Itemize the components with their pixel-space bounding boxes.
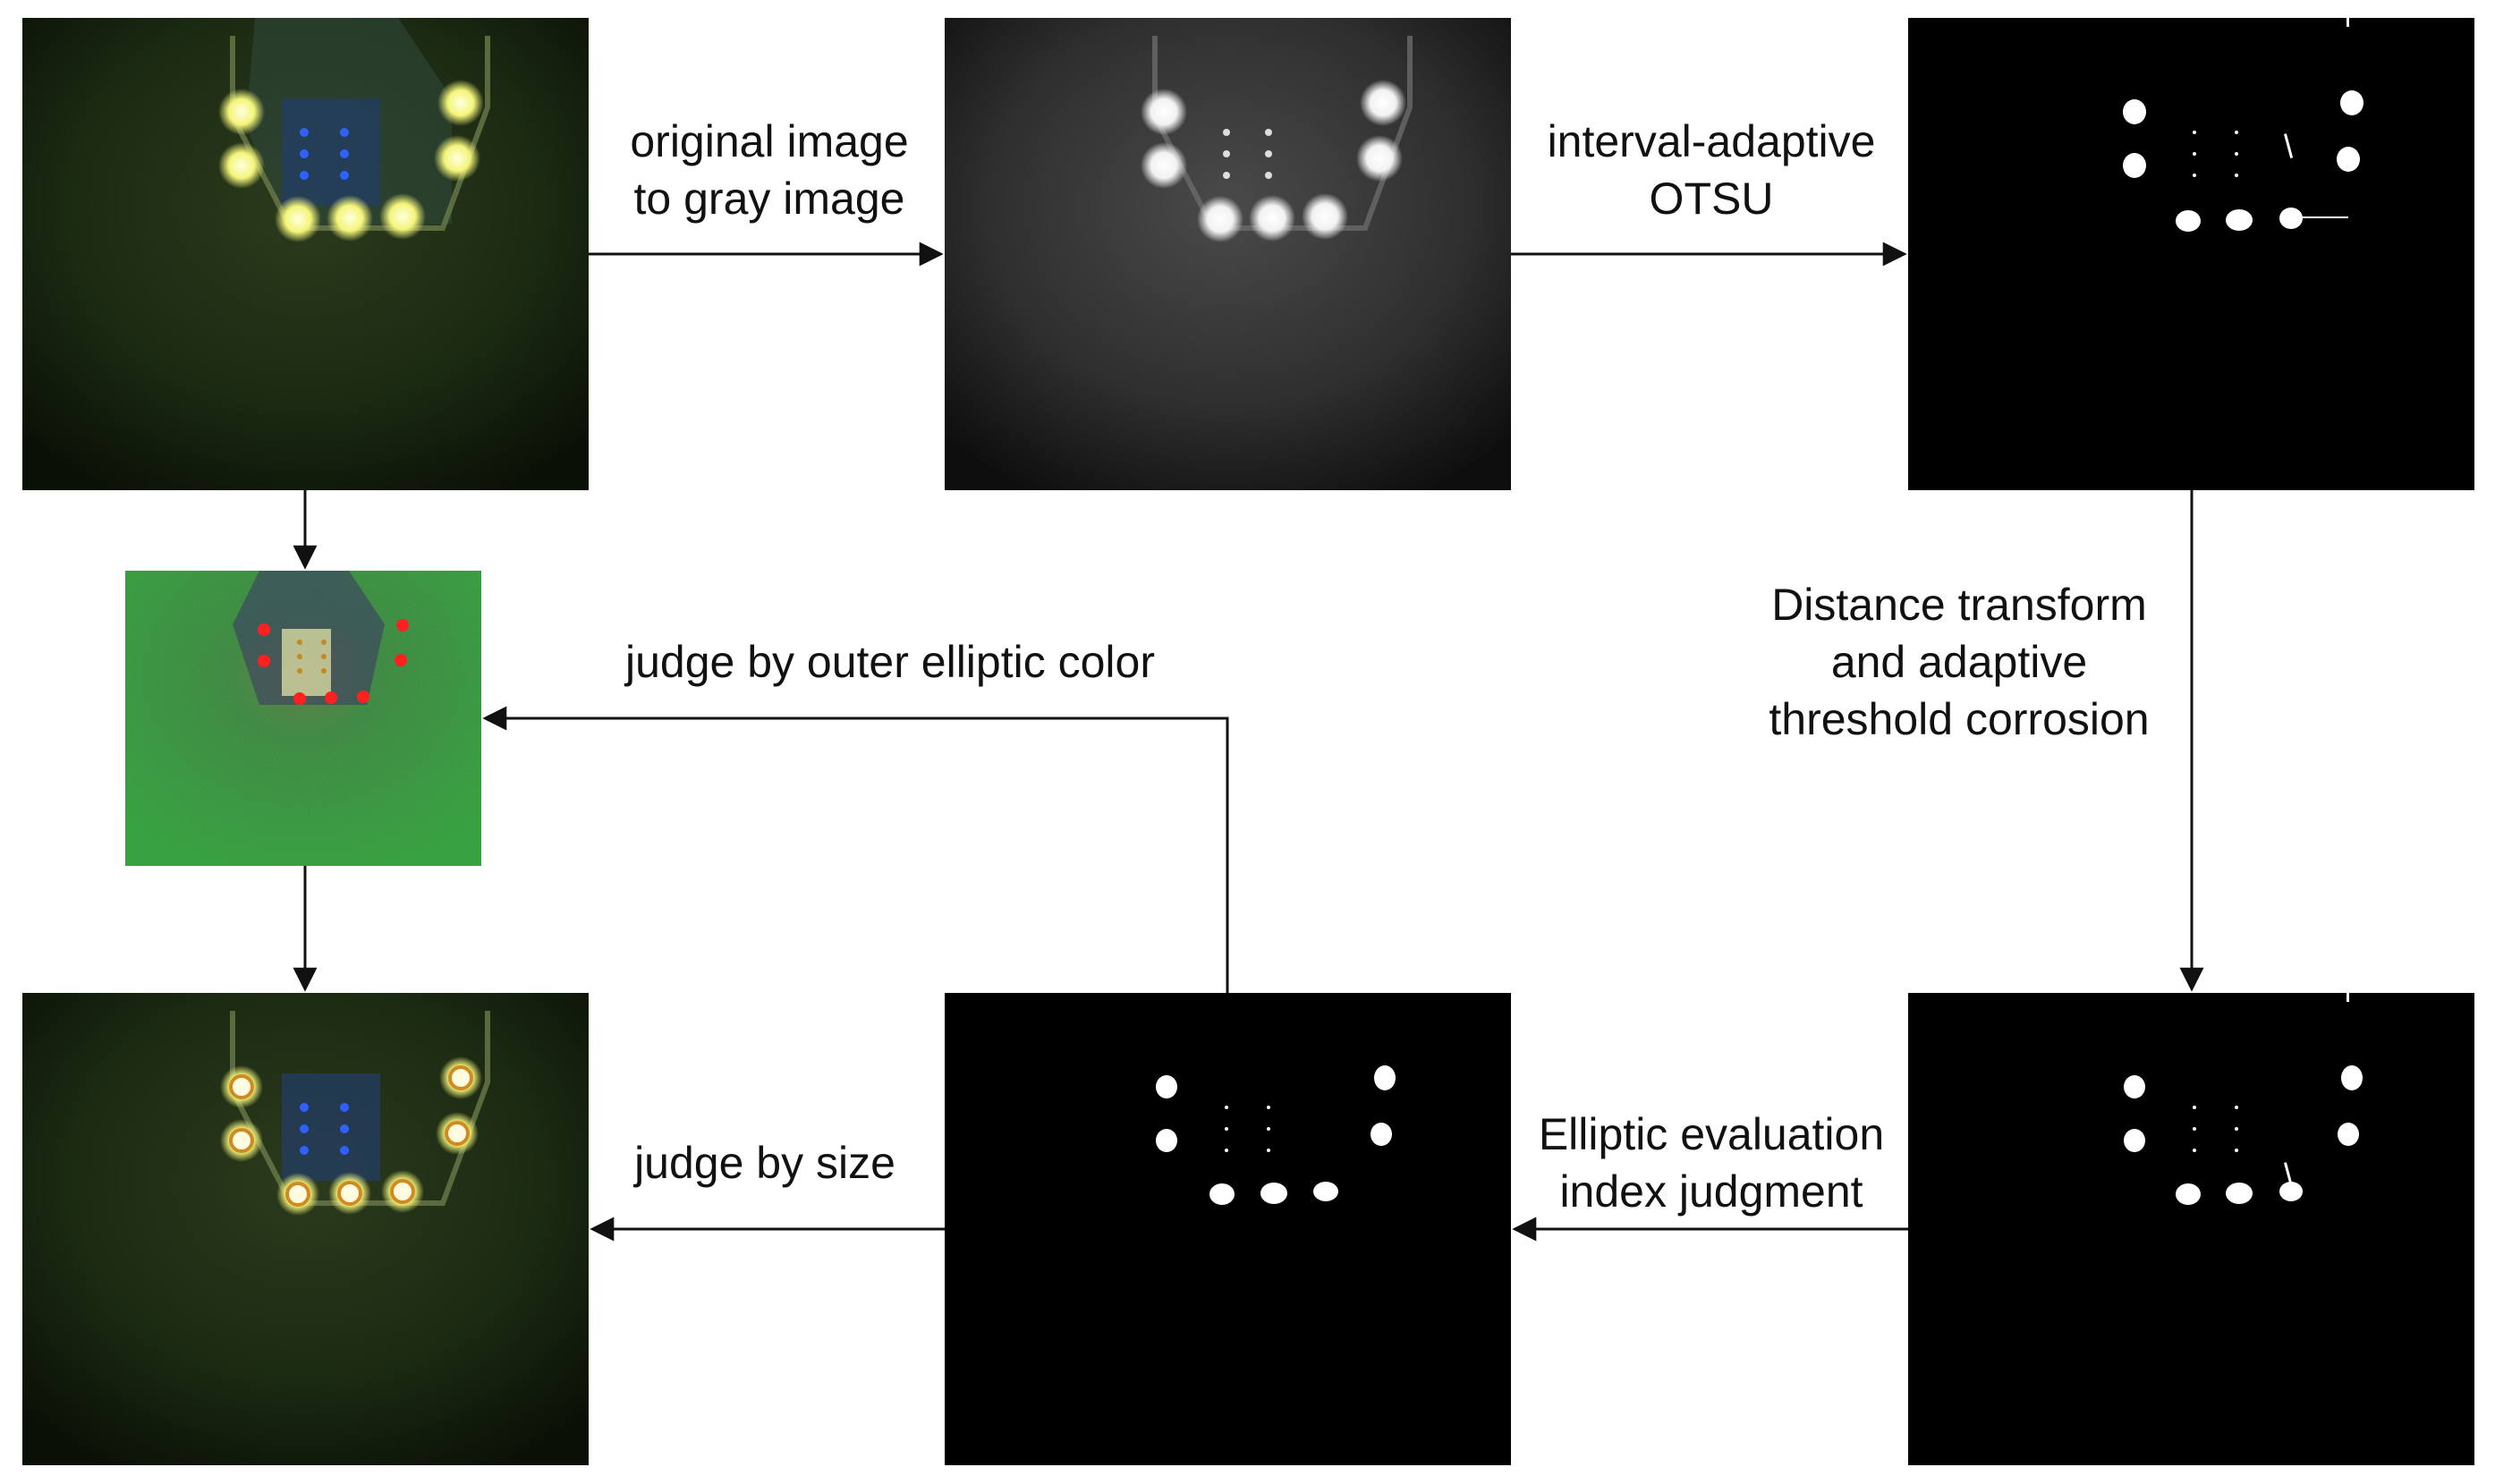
label-judge-size-line-1: judge by size	[634, 1138, 895, 1188]
label-elliptic-line-1: Elliptic evaluation	[1538, 1109, 1885, 1159]
elliptic-judged-binary-panel	[945, 993, 1511, 1465]
gray-image-panel	[945, 18, 1511, 490]
arrow-elliptic-to-colormap	[482, 706, 1229, 993]
label-outer-color-line-1: judge by outer elliptic color	[625, 637, 1155, 687]
label-to-gray-line-2: to gray image	[633, 174, 905, 224]
label-otsu: interval-adaptive OTSU	[1512, 113, 1911, 227]
label-elliptic-evaluation: Elliptic evaluation index judgment	[1512, 1106, 1911, 1220]
label-distance-transform: Distance transform and adaptive threshol…	[1727, 576, 2192, 748]
label-otsu-line-1: interval-adaptive	[1547, 116, 1876, 166]
otsu-binary-panel	[1908, 18, 2474, 490]
label-to-gray: original image to gray image	[590, 113, 948, 227]
elliptic-color-map-panel	[125, 571, 481, 866]
label-distance-line-3: threshold corrosion	[1769, 694, 2150, 744]
label-outer-color: judge by outer elliptic color	[590, 633, 1190, 691]
label-elliptic-line-2: index judgment	[1559, 1166, 1863, 1217]
final-result-panel	[22, 993, 589, 1465]
original-image-panel	[22, 18, 589, 490]
label-distance-line-1: Distance transform	[1771, 580, 2147, 630]
label-distance-line-2: and adaptive	[1830, 637, 2088, 687]
eroded-binary-panel	[1908, 993, 2474, 1465]
label-to-gray-line-1: original image	[630, 116, 909, 166]
label-judge-size: judge by size	[590, 1134, 939, 1191]
label-otsu-line-2: OTSU	[1649, 174, 1774, 224]
